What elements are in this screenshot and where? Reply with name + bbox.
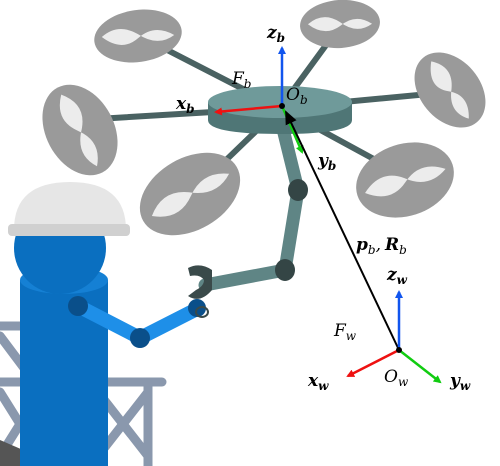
label-pR: pb,Rb: [356, 235, 407, 257]
label-xw: xw: [307, 371, 329, 393]
label-yb: yb: [317, 151, 336, 173]
label-Fw: Fw: [333, 321, 357, 343]
propeller-left: [42, 84, 118, 176]
label-Fb: Fb: [231, 69, 251, 91]
label-Ob: Ob: [286, 85, 308, 107]
propeller-top: [300, 0, 380, 49]
label-zb: zb: [266, 23, 285, 45]
gripper-icon: [188, 265, 212, 318]
axis-yw: [398, 349, 442, 384]
human-operator: [8, 182, 206, 466]
propeller-bottom-right: [356, 142, 454, 218]
propeller-top-left: [94, 9, 182, 63]
label-Ow: Ow: [384, 367, 409, 389]
propeller-bottom-left: [139, 152, 241, 236]
origin-Ob: [279, 103, 285, 109]
robot-joints: [275, 179, 308, 281]
axis-xw: [346, 348, 400, 378]
label-xb: xb: [175, 94, 195, 116]
robot-manipulator: [198, 118, 305, 292]
label-zw: zw: [386, 265, 408, 287]
origin-Ow: [396, 347, 402, 353]
hard-hat-icon: [8, 182, 130, 236]
axis-xb: [214, 104, 283, 116]
world-frame-axes: [346, 290, 442, 384]
propellers: [42, 0, 486, 236]
propeller-right: [414, 52, 486, 128]
label-yw: yw: [449, 371, 471, 393]
position-vector: [285, 110, 400, 351]
